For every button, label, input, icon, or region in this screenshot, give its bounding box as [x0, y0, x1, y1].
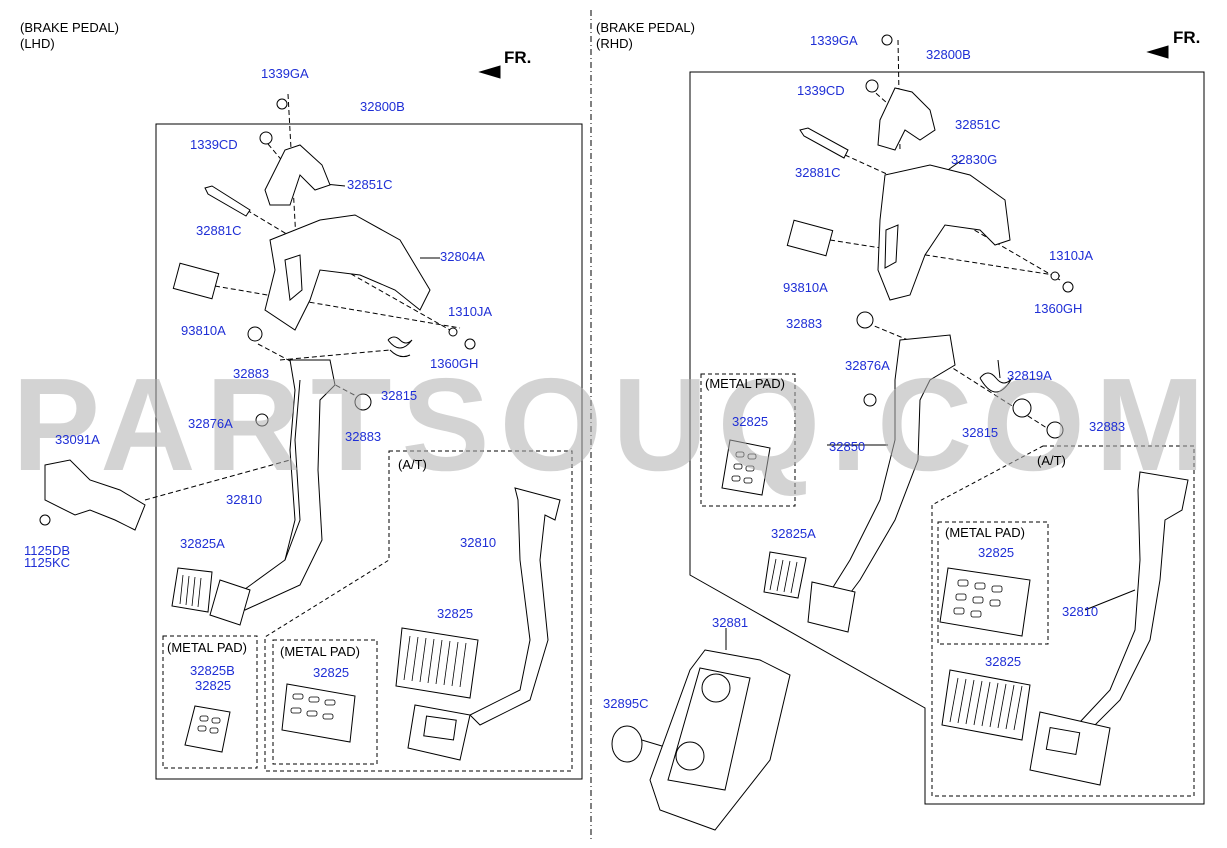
- right-sub-metal-pad-1: (METAL PAD): [705, 376, 785, 391]
- left-part-32825B[interactable]: 32825B: [190, 663, 235, 678]
- left-part-32810-at[interactable]: 32810: [460, 535, 497, 550]
- right-part-1339CD[interactable]: 1339CD: [797, 83, 845, 98]
- right-at-box: [931, 445, 1195, 797]
- left-part-1125DB[interactable]: 1125DB: [24, 543, 71, 558]
- left-part-1360GH[interactable]: 1360GH: [430, 356, 479, 371]
- right-part-32881C[interactable]: 32881C: [795, 165, 841, 180]
- left-sub-at: (A/T): [398, 457, 427, 472]
- left-part-32881C[interactable]: 32881C: [196, 223, 242, 238]
- right-part-32825-metal-1[interactable]: 32825: [732, 414, 769, 429]
- left-sub-metal-pad-2: (METAL PAD): [280, 644, 360, 659]
- left-part-93810A[interactable]: 93810A: [181, 323, 226, 338]
- right-sub-metal-pad-2: (METAL PAD): [945, 525, 1025, 540]
- right-part-32876A[interactable]: 32876A: [845, 358, 890, 373]
- right-header-line1: (BRAKE PEDAL): [596, 20, 695, 35]
- right-part-32810[interactable]: 32810: [1062, 604, 1099, 619]
- pedal-arm-rhd: [829, 334, 956, 601]
- right-fr-label: FR.: [1173, 28, 1201, 47]
- bracket-32830G: [877, 164, 1011, 301]
- right-metal-pad-box-1: [700, 373, 796, 507]
- left-part-1310JA[interactable]: 1310JA: [448, 304, 493, 319]
- left-part-32825-metal-2[interactable]: 32825: [313, 665, 350, 680]
- left-part-1125KC[interactable]: 1125KC: [24, 555, 71, 570]
- right-part-32883-lower[interactable]: 32883: [1089, 419, 1126, 434]
- right-part-32819A[interactable]: 32819A: [1007, 368, 1052, 383]
- left-header-line1: (BRAKE PEDAL): [20, 20, 119, 35]
- right-part-32883-upper[interactable]: 32883: [786, 316, 823, 331]
- left-sub-metal-pad-1: (METAL PAD): [167, 640, 247, 655]
- fr-arrow-left: [478, 65, 501, 79]
- left-part-32800B[interactable]: 32800B: [360, 99, 405, 114]
- left-part-32883-upper[interactable]: 32883: [233, 366, 270, 381]
- bracket-32804A: [264, 214, 431, 331]
- right-part-1360GH[interactable]: 1360GH: [1034, 301, 1083, 316]
- left-part-32825A[interactable]: 32825A: [180, 536, 225, 551]
- right-part-32881[interactable]: 32881: [712, 615, 749, 630]
- left-part-32810-manual[interactable]: 32810: [226, 492, 263, 507]
- left-fr-label: FR.: [504, 48, 532, 67]
- right-part-32825-at[interactable]: 32825: [985, 654, 1022, 669]
- left-part-32851C[interactable]: 32851C: [347, 177, 393, 192]
- right-part-32825A[interactable]: 32825A: [771, 526, 816, 541]
- left-part-1339GA[interactable]: 1339GA: [261, 66, 309, 81]
- right-metal-pad-box-2: [937, 521, 1049, 645]
- left-part-32825-metal-1[interactable]: 32825: [195, 678, 232, 693]
- left-header-line2: (LHD): [20, 36, 55, 51]
- left-part-32876A[interactable]: 32876A: [188, 416, 233, 431]
- left-part-32804A[interactable]: 32804A: [440, 249, 485, 264]
- right-part-1339GA[interactable]: 1339GA: [810, 33, 858, 48]
- left-part-1339CD[interactable]: 1339CD: [190, 137, 238, 152]
- right-part-32895C[interactable]: 32895C: [603, 696, 649, 711]
- right-part-32825-metal-2[interactable]: 32825: [978, 545, 1015, 560]
- left-part-33091A[interactable]: 33091A: [55, 432, 100, 447]
- right-part-32830G[interactable]: 32830G: [951, 152, 998, 167]
- left-part-32815[interactable]: 32815: [381, 388, 418, 403]
- left-part-32883-lower[interactable]: 32883: [345, 429, 382, 444]
- right-part-32815[interactable]: 32815: [962, 425, 999, 440]
- right-header-line2: (RHD): [596, 36, 633, 51]
- right-part-1310JA[interactable]: 1310JA: [1049, 248, 1094, 263]
- right-part-32851C[interactable]: 32851C: [955, 117, 1001, 132]
- left-metal-pad-box-2: [272, 639, 378, 765]
- left-part-32825-at[interactable]: 32825: [437, 606, 474, 621]
- right-sub-at: (A/T): [1037, 453, 1066, 468]
- left-assembly-frame: [155, 123, 583, 780]
- left-metal-pad-box-1: [162, 635, 258, 769]
- fr-arrow-right: [1146, 45, 1169, 59]
- right-part-93810A[interactable]: 93810A: [783, 280, 828, 295]
- right-assembly-frame: [689, 71, 1205, 805]
- right-part-32850[interactable]: 32850: [829, 439, 866, 454]
- left-at-box: [264, 450, 573, 772]
- right-part-32800B[interactable]: 32800B: [926, 47, 971, 62]
- pedal-arm-lhd: [229, 359, 336, 611]
